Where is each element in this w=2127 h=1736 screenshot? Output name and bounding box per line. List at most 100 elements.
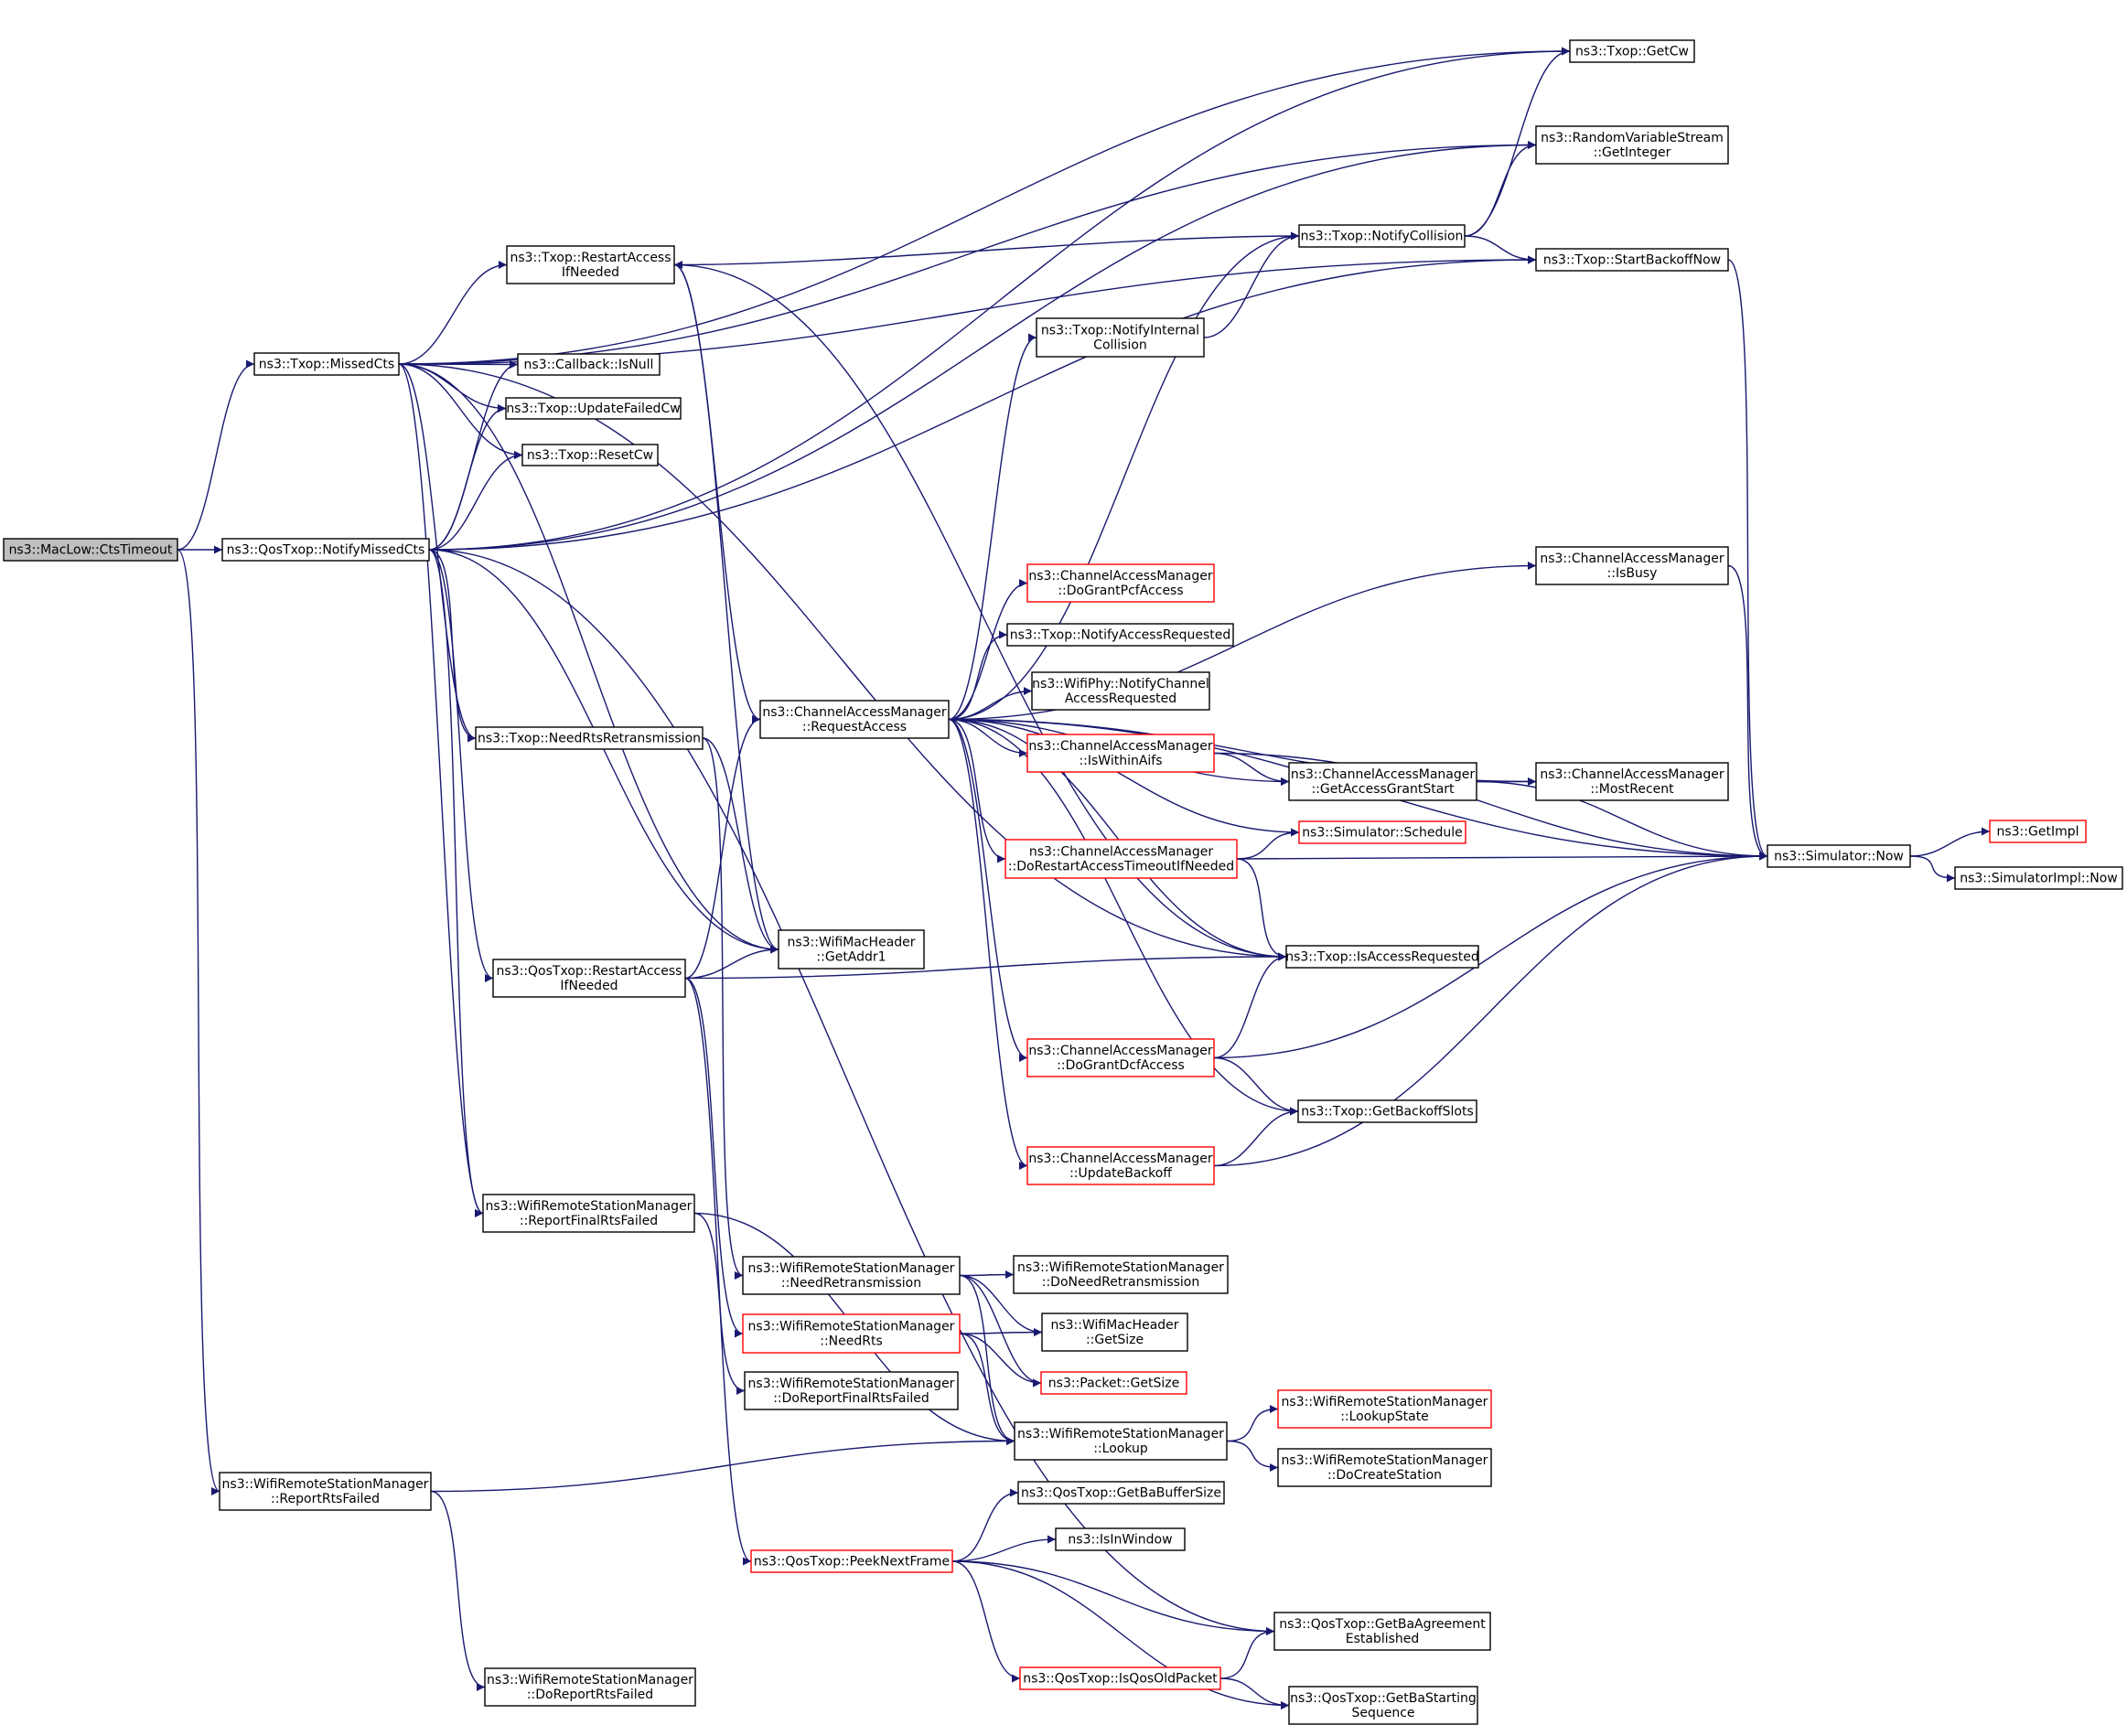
edge-line (177, 359, 255, 551)
node-label: ns3::Txop::GetCw (1575, 45, 1689, 59)
node-label: ::NeedRetransmission (781, 1276, 921, 1291)
node-most-recent[interactable]: ns3::ChannelAccessManager::MostRecent (1535, 762, 1729, 801)
edge-line (951, 1488, 1019, 1562)
node-update-backoff[interactable]: ns3::ChannelAccessManager::UpdateBackoff (1026, 1146, 1215, 1185)
edge-line (684, 977, 744, 1338)
node-phy-notify-channel[interactable]: ns3::WifiPhy::NotifyChannelAccessRequest… (1031, 671, 1210, 711)
node-box (521, 444, 659, 466)
edge-notifyMissedCts-to-getInteger (428, 141, 1537, 551)
node-need-rts[interactable]: ns3::WifiRemoteStationManager::NeedRts (742, 1313, 961, 1354)
node-need-rts-retrans[interactable]: ns3::Txop::NeedRtsRetransmission (475, 726, 704, 750)
edge-line (428, 549, 1275, 1635)
node-report-final-rts[interactable]: ns3::WifiRemoteStationManager::ReportFin… (482, 1194, 695, 1233)
node-do-grant-dcf[interactable]: ns3::ChannelAccessManager::DoGrantDcfAcc… (1026, 1038, 1215, 1077)
edge-line (430, 1490, 486, 1691)
edge-qosRestartAccess-to-requestAccess (684, 715, 761, 980)
edge-requestAccess-to-isBusy (948, 562, 1537, 721)
node-reset-cw[interactable]: ns3::Txop::ResetCw (521, 444, 659, 466)
node-box (505, 397, 682, 420)
node-box (1288, 1686, 1478, 1725)
edge-line (1236, 858, 1287, 961)
edge-requestAccess-to-doGrantDcf (948, 718, 1028, 1062)
node-lookup-state[interactable]: ns3::WifiRemoteStationManager::LookupSta… (1277, 1389, 1492, 1429)
node-do-restart-timeout[interactable]: ns3::ChannelAccessManager::DoRestartAcce… (1004, 839, 1238, 879)
node-get-integer[interactable]: ns3::RandomVariableStream::GetInteger (1535, 125, 1729, 165)
edge-needRts-to-packetGetSize (959, 1333, 1042, 1388)
node-label: ns3::ChannelAccessManager (1540, 767, 1724, 782)
node-do-grant-pcf[interactable]: ns3::ChannelAccessManager::DoGrantPcfAcc… (1026, 563, 1215, 603)
edge-line (959, 1274, 1015, 1445)
node-sim-impl-now[interactable]: ns3::SimulatorImpl::Now (1954, 866, 2123, 890)
edge-line (430, 1437, 1015, 1493)
node-do-report-final-rts[interactable]: ns3::WifiRemoteStationManager::DoReportF… (744, 1371, 959, 1410)
node-box (1036, 317, 1205, 358)
node-get-access-grant-start[interactable]: ns3::ChannelAccessManager::GetAccessGran… (1288, 762, 1477, 801)
node-label: ns3::SimulatorImpl::Now (1960, 872, 2118, 886)
node-get-cw[interactable]: ns3::Txop::GetCw (1569, 39, 1695, 63)
node-label: ::DoNeedRetransmission (1042, 1275, 1200, 1290)
node-label: ns3::QosTxop::GetBaAgreement (1279, 1617, 1486, 1632)
node-missed-cts[interactable]: ns3::Txop::MissedCts (253, 352, 400, 376)
edge-txopRestartAccess-to-getAddr1 (673, 263, 779, 954)
edge-requestAccess-to-getBackoffSlots (948, 718, 1299, 1116)
node-sim-now[interactable]: ns3::Simulator::Now (1767, 844, 1911, 868)
node-do-create-station[interactable]: ns3::WifiRemoteStationManager::DoCreateS… (1277, 1448, 1492, 1487)
node-get-size[interactable]: ns3::WifiMacHeader::GetSize (1041, 1313, 1188, 1352)
edge-line (948, 579, 1028, 721)
node-label: ns3::QosTxop::GetBaBufferSize (1021, 1486, 1221, 1501)
node-label: ns3::Txop::StartBackoffNow (1543, 253, 1721, 268)
node-get-impl[interactable]: ns3::GetImpl (1989, 820, 2087, 843)
node-report-rts-failed[interactable]: ns3::WifiRemoteStationManager::ReportRts… (219, 1472, 432, 1511)
node-label: ns3::RandomVariableStream (1541, 131, 1724, 145)
node-do-need-retrans[interactable]: ns3::WifiRemoteStationManager::DoNeedRet… (1013, 1255, 1229, 1294)
node-update-failed-cw[interactable]: ns3::Txop::UpdateFailedCw (505, 397, 682, 420)
edge-line (959, 1333, 1015, 1445)
node-label: AccessRequested (1065, 691, 1176, 706)
edge-peekNextFrame-to-getBaBufferSize (951, 1488, 1019, 1562)
node-label: ns3::WifiMacHeader (1050, 1318, 1178, 1333)
node-request-access[interactable]: ns3::ChannelAccessManager::RequestAccess (759, 700, 950, 739)
node-is-qos-old-packet[interactable]: ns3::QosTxop::IsQosOldPacket (1019, 1666, 1221, 1690)
node-is-null[interactable]: ns3::Callback::IsNull (517, 353, 661, 376)
edge-needRetrans-to-doNeedRetrans (959, 1270, 1015, 1280)
node-notify-missed-cts[interactable]: ns3::QosTxop::NotifyMissedCts (221, 538, 430, 562)
edge-line (951, 1560, 1275, 1635)
node-box (1055, 1527, 1186, 1551)
node-schedule[interactable]: ns3::Simulator::Schedule (1298, 820, 1466, 844)
edge-isQosOldPacket-to-getBaStarting (1219, 1677, 1290, 1709)
node-do-report-rts-failed[interactable]: ns3::WifiRemoteStationManager::DoReportR… (484, 1667, 696, 1707)
node-packet-get-size[interactable]: ns3::Packet::GetSize (1040, 1371, 1187, 1395)
edge-simNow-to-simImplNow (1909, 855, 1956, 883)
node-is-within-aifs[interactable]: ns3::ChannelAccessManager::IsWithinAifs (1026, 734, 1215, 773)
node-box (1277, 1448, 1492, 1487)
node-lookup[interactable]: ns3::WifiRemoteStationManager::Lookup (1014, 1421, 1228, 1461)
node-get-ba-buffer-size[interactable]: ns3::QosTxop::GetBaBufferSize (1017, 1481, 1225, 1505)
edge-line (428, 451, 523, 551)
edge-ctsTimeout-to-reportRtsFailed (177, 549, 220, 1495)
node-start-backoff-now[interactable]: ns3::Txop::StartBackoffNow (1535, 248, 1729, 272)
node-label: ns3::Txop::NotifyCollision (1301, 230, 1464, 244)
edge-line (428, 404, 507, 551)
node-peek-next-frame[interactable]: ns3::QosTxop::PeekNextFrame (750, 1549, 953, 1573)
node-box (1535, 546, 1729, 585)
edge-line (398, 363, 484, 1217)
edge-line (1213, 1056, 1299, 1116)
node-notify-collision[interactable]: ns3::Txop::NotifyCollision (1298, 224, 1466, 248)
node-is-in-window[interactable]: ns3::IsInWindow (1055, 1527, 1186, 1551)
node-notify-access-req[interactable]: ns3::Txop::NotifyAccessRequested (1006, 623, 1234, 647)
node-get-backoff-slots[interactable]: ns3::Txop::GetBackoffSlots (1297, 1099, 1477, 1123)
node-is-busy[interactable]: ns3::ChannelAccessManager::IsBusy (1535, 546, 1729, 585)
node-is-access-requested[interactable]: ns3::Txop::IsAccessRequested (1285, 945, 1479, 969)
node-label: ns3::WifiRemoteStationManager (1282, 1395, 1488, 1409)
node-need-retrans[interactable]: ns3::WifiRemoteStationManager::NeedRetra… (742, 1256, 961, 1295)
edge-doRestartTimeout-to-isAccessRequested (1236, 858, 1287, 961)
node-box (1535, 762, 1729, 801)
node-label: Collision (1093, 338, 1147, 353)
node-cts-timeout[interactable]: ns3::MacLow::CtsTimeout (3, 538, 178, 562)
node-get-addr1[interactable]: ns3::WifiMacHeader::GetAddr1 (778, 929, 925, 970)
